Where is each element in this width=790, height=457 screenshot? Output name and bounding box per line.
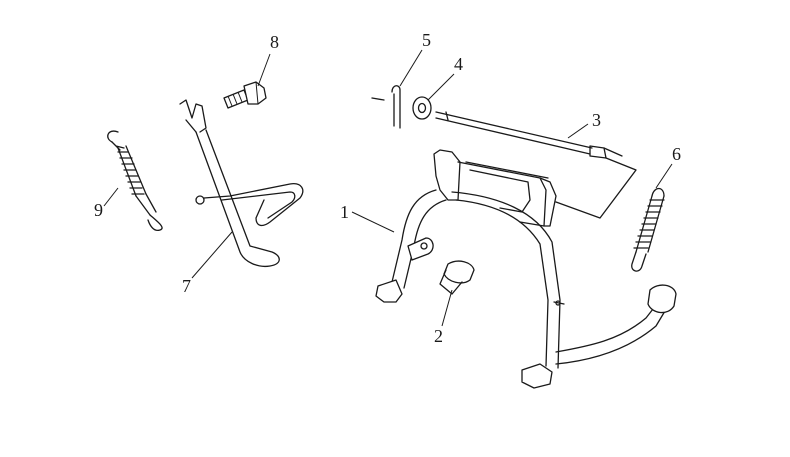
part-3-shaft (371, 97, 637, 219)
callout-numbers: 8 5 4 3 6 9 1 7 2 (94, 30, 681, 346)
callout-7: 7 (182, 276, 191, 296)
callout-3: 3 (592, 110, 601, 130)
callout-9: 9 (94, 200, 103, 220)
part-9-spring (107, 130, 163, 232)
part-2-stopper (439, 260, 475, 295)
part-4-washer (412, 96, 432, 120)
part-7-side-stand (179, 99, 304, 268)
part-6-spring (631, 187, 665, 272)
callout-8: 8 (270, 32, 279, 52)
callout-6: 6 (672, 144, 681, 164)
leader-lines (103, 49, 673, 327)
part-8-bolt (223, 81, 267, 109)
callout-2: 2 (434, 326, 443, 346)
part-1-center-stand (375, 149, 677, 389)
callout-5: 5 (422, 30, 431, 50)
callout-4: 4 (454, 54, 463, 74)
part-5-cotter-pin (391, 85, 401, 129)
callout-1: 1 (340, 202, 349, 222)
